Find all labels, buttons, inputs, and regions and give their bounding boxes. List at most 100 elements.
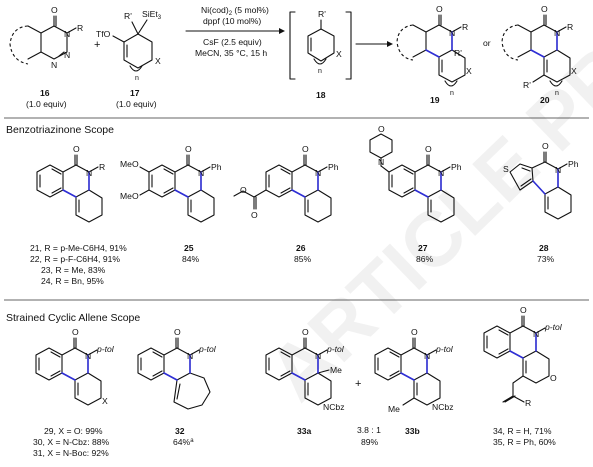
label-Me: Me	[388, 404, 400, 414]
ester-group	[233, 189, 267, 210]
yield-25: 84%	[182, 254, 200, 264]
label-R: R	[525, 398, 531, 408]
label-O: O	[520, 305, 527, 315]
carbonyl	[303, 337, 307, 349]
carbonyl	[426, 154, 430, 166]
n-r-bond-16	[66, 27, 77, 34]
methoxy-bonds	[139, 166, 150, 196]
plus-sign: +	[355, 378, 361, 390]
new-bonds	[163, 354, 191, 381]
carbonyl	[175, 337, 179, 349]
aromatic-inner-bonds	[486, 329, 509, 355]
label-n: n	[135, 75, 139, 82]
label-O: O	[251, 210, 258, 220]
structure-20: O N R R' X n 20	[501, 4, 577, 105]
label-X: X	[102, 396, 108, 406]
caption-23: 23, R = Me, 83%	[41, 265, 106, 275]
structure-26: O O O N Ph 26 85%	[233, 144, 339, 264]
label-S: S	[503, 164, 509, 174]
compound-number-20: 20	[540, 95, 550, 105]
new-bonds	[509, 332, 537, 359]
fused-ring-placeholder-20	[501, 24, 519, 61]
carbonyl	[543, 151, 547, 163]
label-X: X	[336, 49, 342, 59]
structure-21-24: O N R 21, R = p-Me-C6H4, 91% 22, R = p-F…	[30, 144, 127, 286]
fused-ring-placeholder-19	[396, 24, 414, 61]
cyclohexene-ring	[75, 189, 103, 223]
caption-21: 21, R = p-Me-C6H4, 91%	[30, 243, 127, 253]
otf-bond-17	[112, 35, 125, 43]
label-X: X	[466, 66, 472, 76]
label-Ph: Ph	[211, 162, 222, 172]
label-N: N	[449, 28, 455, 38]
compound-number-27: 27	[418, 243, 428, 253]
label-X: X	[155, 56, 161, 66]
compound-number-17: 17	[130, 88, 140, 98]
aromatic-inner-bonds	[140, 351, 163, 377]
label-N: N	[85, 351, 91, 361]
compound-equiv-16: (1.0 equiv)	[26, 99, 67, 109]
n-tol-bond	[189, 349, 200, 356]
cyclohexene-ring	[304, 189, 332, 223]
label-R: R	[99, 162, 105, 172]
new-bonds	[62, 171, 90, 198]
structure-33a: O N p-tol Me NCbz 33a	[265, 327, 345, 436]
ring-bonds-16a	[27, 25, 42, 60]
reaction-arrowhead-2	[387, 41, 393, 47]
caption-30: 30, X = N-Cbz: 88%	[33, 437, 110, 447]
cycloheptene-ring	[173, 372, 211, 410]
nn-double-16	[58, 51, 65, 57]
ring-size-bracket-19	[444, 80, 458, 87]
triazinone-ring-16	[40, 25, 68, 60]
carbonyl	[303, 154, 307, 166]
compound-equiv-17: (1.0 equiv)	[116, 99, 157, 109]
label-O: O	[550, 373, 557, 383]
carbonyl	[521, 315, 525, 327]
aromatic-inner-bonds	[268, 351, 291, 377]
label-n: n	[318, 68, 322, 75]
label-MeO: MeO	[120, 159, 139, 169]
carbonyl	[186, 154, 190, 166]
new-bonds	[291, 354, 319, 381]
condition-catalyst: Ni(cod)2 (5 mol%)	[201, 5, 269, 17]
n-ph-bond	[200, 166, 211, 173]
caption-29: 29, X = O: 99%	[44, 426, 103, 436]
label-Ph: Ph	[451, 162, 462, 172]
plus-sign: +	[94, 39, 100, 51]
label-O: O	[51, 5, 58, 15]
cyclohexene-ring	[544, 186, 572, 220]
label-N: N	[378, 157, 384, 167]
benzene-ring	[265, 164, 293, 198]
compound-number-26: 26	[296, 243, 306, 253]
label-O: O	[72, 327, 79, 337]
structure-27: O N O N Ph 27 86%	[369, 124, 462, 264]
carbonyl	[73, 337, 77, 349]
compound-number-32: 32	[175, 426, 185, 436]
label-O: O	[378, 124, 385, 134]
ring-bonds-20a	[517, 24, 532, 58]
label-R-prime: R'	[124, 11, 132, 21]
label-O: O	[411, 327, 418, 337]
label-O: O	[542, 141, 549, 151]
label-N: N	[198, 168, 204, 178]
label-N: N	[64, 29, 70, 39]
carbonyl-19	[438, 14, 442, 26]
morpholine-ring	[369, 133, 393, 159]
structure-18: R' X n 18	[289, 9, 352, 100]
caption-35: 35, R = Ph, 60%	[493, 437, 556, 447]
piperidine-ring	[304, 372, 332, 406]
yield-26: 85%	[294, 254, 312, 264]
n-ph-bond	[557, 163, 568, 170]
compound-number-33b: 33b	[405, 426, 420, 436]
label-O: O	[436, 4, 443, 14]
yield-32: 64%a	[173, 437, 194, 447]
bracket-left	[289, 11, 296, 80]
reaction-conditions: Ni(cod)2 (5 mol%) dppf (10 mol%) CsF (2.…	[185, 5, 285, 58]
aromatic-inner-bonds	[39, 168, 62, 194]
label-N: N	[438, 168, 444, 178]
label-N: N	[187, 351, 193, 361]
ring-size-bracket-18	[313, 58, 327, 65]
label-R: R	[462, 22, 468, 32]
label-R: R	[567, 22, 573, 32]
benzene-ring	[483, 325, 511, 359]
